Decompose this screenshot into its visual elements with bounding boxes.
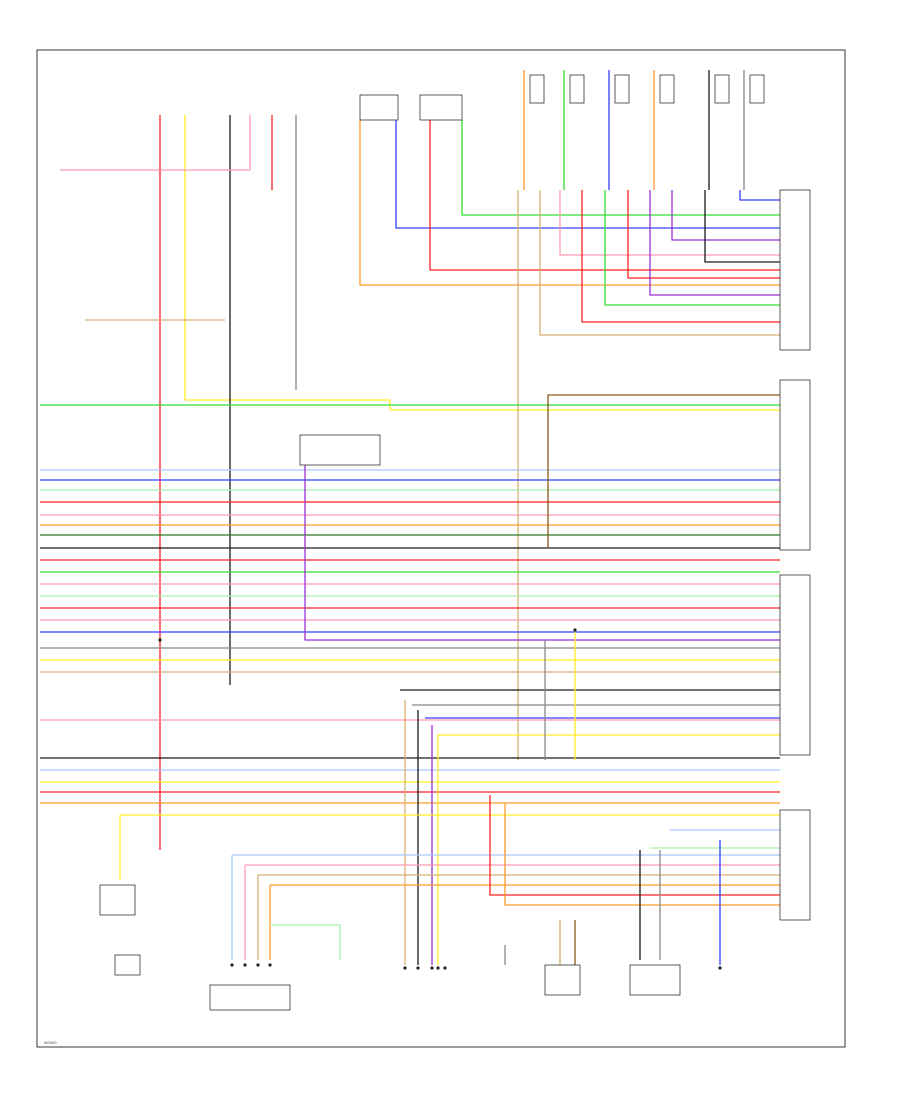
ecm-connector-a [779,189,811,351]
splice-switch [573,628,577,632]
relay-box-left [114,954,141,976]
connector-top-right-4 [714,74,730,104]
sensor-box-2 [629,964,681,996]
pin-bottom-2 [430,966,434,970]
ecm-connector-c [779,574,811,756]
wire-purple-horizontal-2 [671,190,780,241]
pin-tcm-3 [268,963,272,967]
pin-bottom-4 [443,966,447,970]
wire-red-bottom-loop [489,795,780,896]
pin-bottom-3 [436,966,440,970]
connector-top-right-5 [749,74,765,104]
connector-top-right-1 [569,74,585,104]
wire-brown-riser [547,394,780,548]
pin-right-bottom [718,966,722,970]
wire-tan-horizontal [539,190,780,336]
wire-black-horizontal [704,190,780,263]
wire-pink-horizontal [559,190,780,256]
switch-box-left [99,884,136,916]
wire-green-horizontal [461,120,780,216]
relay-box-center [299,434,381,466]
wire-green-horizontal-2 [604,190,780,306]
transmission-control-module [209,984,291,1011]
wire-orange-bottom-loop [504,803,780,906]
wire-blue-horizontal [395,120,780,229]
wire-orange-horizontal [359,120,780,286]
diagram-frame [36,49,846,1048]
wire-green-lower-stub [270,924,341,960]
connector-top-right-3 [659,74,675,104]
connector-top-right-0 [529,74,545,104]
ecm-connector-d [779,809,811,921]
wire-purple-riser [304,465,780,641]
wire-red-horizontal-2 [581,190,780,323]
pin-tcm-0 [230,963,234,967]
pin-bottom-1 [416,966,420,970]
splice-left [158,638,162,642]
sensor-box-1 [544,964,581,996]
wire-group [40,70,780,965]
ecm-connector-b [779,379,811,551]
wire-red-horizontal [429,120,780,271]
connector-top-right-2 [614,74,630,104]
connector-top-mid [419,94,463,121]
connector-top-left [359,94,399,121]
pin-bottom-0 [403,966,407,970]
wire-purple-horizontal [649,190,780,296]
pin-tcm-1 [243,963,247,967]
wire-red-horizontal-3 [627,190,780,279]
wire-blue-horizontal-2 [739,190,780,201]
pin-tcm-2 [256,963,260,967]
component-group [99,74,811,1011]
diagram-code: W0000 [44,1041,57,1045]
